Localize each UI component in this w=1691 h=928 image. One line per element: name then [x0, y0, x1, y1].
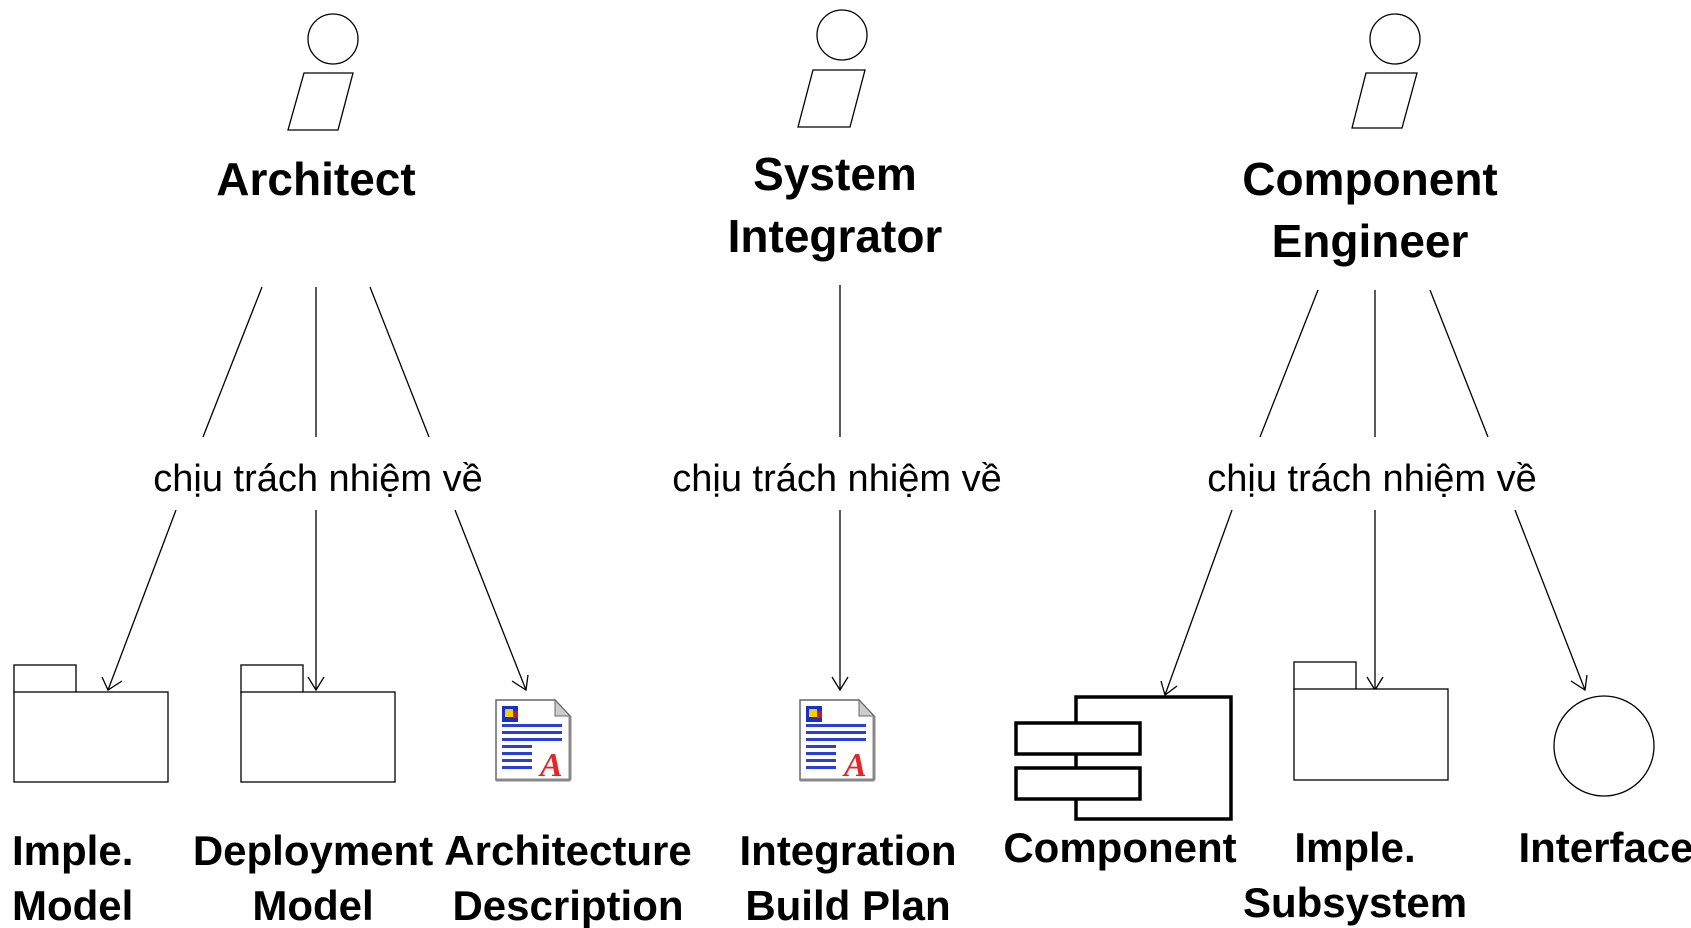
worker-name: System [753, 148, 917, 200]
package-icon [240, 664, 396, 783]
worker-icon [797, 9, 868, 128]
relation-label: chịu trách nhiệm về [1207, 458, 1537, 500]
artifact-interface: Interface [1518, 695, 1691, 871]
artifact-integration-build-plan: A Integration Build Plan [740, 698, 957, 928]
worker-name: Component [1242, 153, 1498, 205]
associations [101, 285, 1588, 697]
svg-text:A: A [842, 747, 867, 784]
package-icon [1293, 661, 1449, 781]
artifact-name: Imple. [1294, 824, 1415, 871]
artifact-name: Deployment [193, 827, 433, 874]
worker-architect: Architect [216, 13, 416, 205]
artifact-name: Interface [1518, 824, 1691, 871]
artifact-component: Component [1003, 695, 1237, 871]
worker-icon [1351, 13, 1421, 129]
component-icon [1014, 695, 1233, 821]
artifact-name: Model [12, 882, 133, 928]
artifact-name: Build Plan [745, 882, 950, 928]
artifact-name: Component [1003, 824, 1236, 871]
artifact-imple-subsystem: Imple. Subsystem [1243, 661, 1467, 926]
worker-component-engineer: Component Engineer [1242, 13, 1498, 267]
worker-name: Architect [216, 153, 415, 205]
worker-icon [287, 13, 359, 131]
relation-label: chịu trách nhiệm về [672, 458, 1002, 500]
svg-text:A: A [538, 747, 563, 784]
document-icon: A [495, 698, 572, 784]
worker-system-integrator: System Integrator [728, 9, 943, 262]
artifact-name: Integration [740, 827, 957, 874]
document-icon: A [799, 698, 876, 784]
interface-icon [1553, 695, 1655, 797]
artifact-name: Description [452, 882, 683, 928]
package-icon [13, 664, 169, 783]
artifact-deployment-model: Deployment Model [193, 664, 433, 928]
artifact-name: Model [252, 882, 373, 928]
artifact-name: Imple. [12, 827, 133, 874]
relation-label: chịu trách nhiệm về [153, 458, 483, 500]
artifact-architecture-description: A Architecture Description [444, 698, 692, 928]
artifact-name: Subsystem [1243, 879, 1467, 926]
artifact-name: Architecture [444, 827, 691, 874]
artifact-imple-model: Imple. Model [12, 664, 169, 928]
worker-name: Integrator [728, 210, 943, 262]
worker-name: Engineer [1272, 215, 1469, 267]
